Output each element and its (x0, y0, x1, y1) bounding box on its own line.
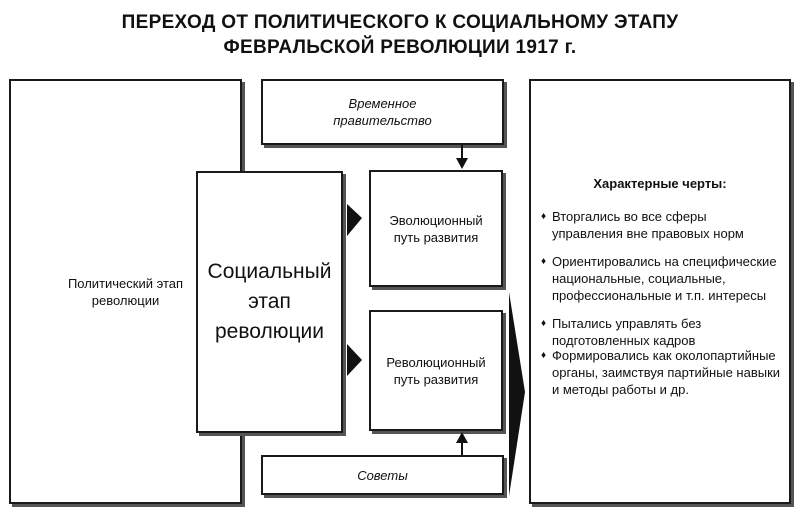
feature-item: Вторгались во все сферы управления вне п… (541, 208, 781, 242)
evolutionary-path-label: Эволюционный путь развития (389, 212, 483, 245)
right-wedge-arrow-icon (347, 344, 362, 376)
social-stage-label: Социальный этап революции (207, 260, 332, 343)
provisional-government-label: Временное правительство (333, 96, 432, 128)
feature-item: Пытались управлять без подготовленных ка… (541, 315, 781, 349)
political-stage-label: Политический этап революции (67, 275, 184, 308)
social-stage-box: Социальный этап революции (196, 171, 343, 433)
diagram-title-line-2: ФЕВРАЛЬСКОЙ РЕВОЛЮЦИИ 1917 г. (223, 37, 577, 58)
feature-item: Формировались как околопартийные органы,… (541, 347, 781, 398)
large-wedge-arrow-icon (509, 292, 525, 496)
provisional-government-box: Временное правительство (261, 79, 504, 145)
down-arrow-icon (456, 145, 468, 169)
up-arrow-icon (456, 432, 468, 455)
revolutionary-path-box: Революционный путь развития (369, 310, 503, 431)
soviets-box: Советы (261, 455, 504, 495)
feature-item: Ориентировались на специфические национа… (541, 253, 781, 304)
soviets-label: Советы (357, 467, 408, 483)
diagram-title-line-1: ПЕРЕХОД ОТ ПОЛИТИЧЕСКОГО К СОЦИАЛЬНОМУ Э… (121, 12, 679, 33)
evolutionary-path-box: Эволюционный путь развития (369, 170, 503, 287)
right-wedge-arrow-icon (347, 204, 362, 236)
features-box: Характерные черты: Вторгались во все сфе… (529, 79, 791, 504)
revolutionary-path-label: Революционный путь развития (386, 354, 486, 387)
features-heading: Характерные черты: (593, 176, 727, 191)
